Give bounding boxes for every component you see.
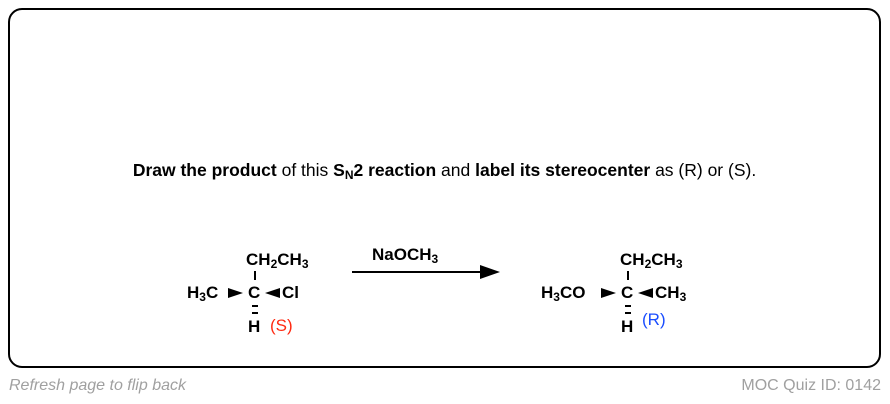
reaction-arrow [352, 271, 484, 273]
wedge-bond [638, 288, 653, 298]
reactant-methyl-group: H3C [187, 283, 219, 304]
dash-bond [625, 312, 631, 314]
bond [627, 271, 629, 280]
reactant-config-label: (S) [270, 316, 293, 335]
product-stereocenter: C [621, 283, 634, 302]
reagent-label: NaOCH3 [372, 245, 439, 266]
quiz-id: MOC Quiz ID: 0142 [741, 377, 881, 394]
reactant-hydrogen: H [248, 317, 261, 336]
product-hydrogen: H [621, 317, 634, 336]
dash-bond [252, 305, 258, 307]
dash-bond [625, 305, 631, 307]
product-config-label: (R) [642, 310, 666, 329]
reactant-chlorine: Cl [282, 283, 299, 302]
product-ethyl-group: CH2CH3 [620, 250, 683, 271]
arrow-head-icon [480, 265, 500, 279]
quiz-card[interactable]: Draw the product of this SN2 reaction an… [8, 8, 881, 368]
product-methoxy-group: H3CO [541, 283, 586, 304]
wedge-bond [601, 288, 616, 298]
product-methyl-group: CH3 [655, 283, 687, 304]
reactant-stereocenter: C [248, 283, 261, 302]
reactant-ethyl-group: CH2CH3 [246, 250, 309, 271]
bond [254, 271, 256, 280]
dash-bond [252, 312, 258, 314]
question-text: Draw the product of this SN2 reaction an… [132, 160, 757, 182]
wedge-bond [265, 288, 280, 298]
wedge-bond [228, 288, 243, 298]
refresh-hint: Refresh page to flip back [9, 377, 186, 394]
